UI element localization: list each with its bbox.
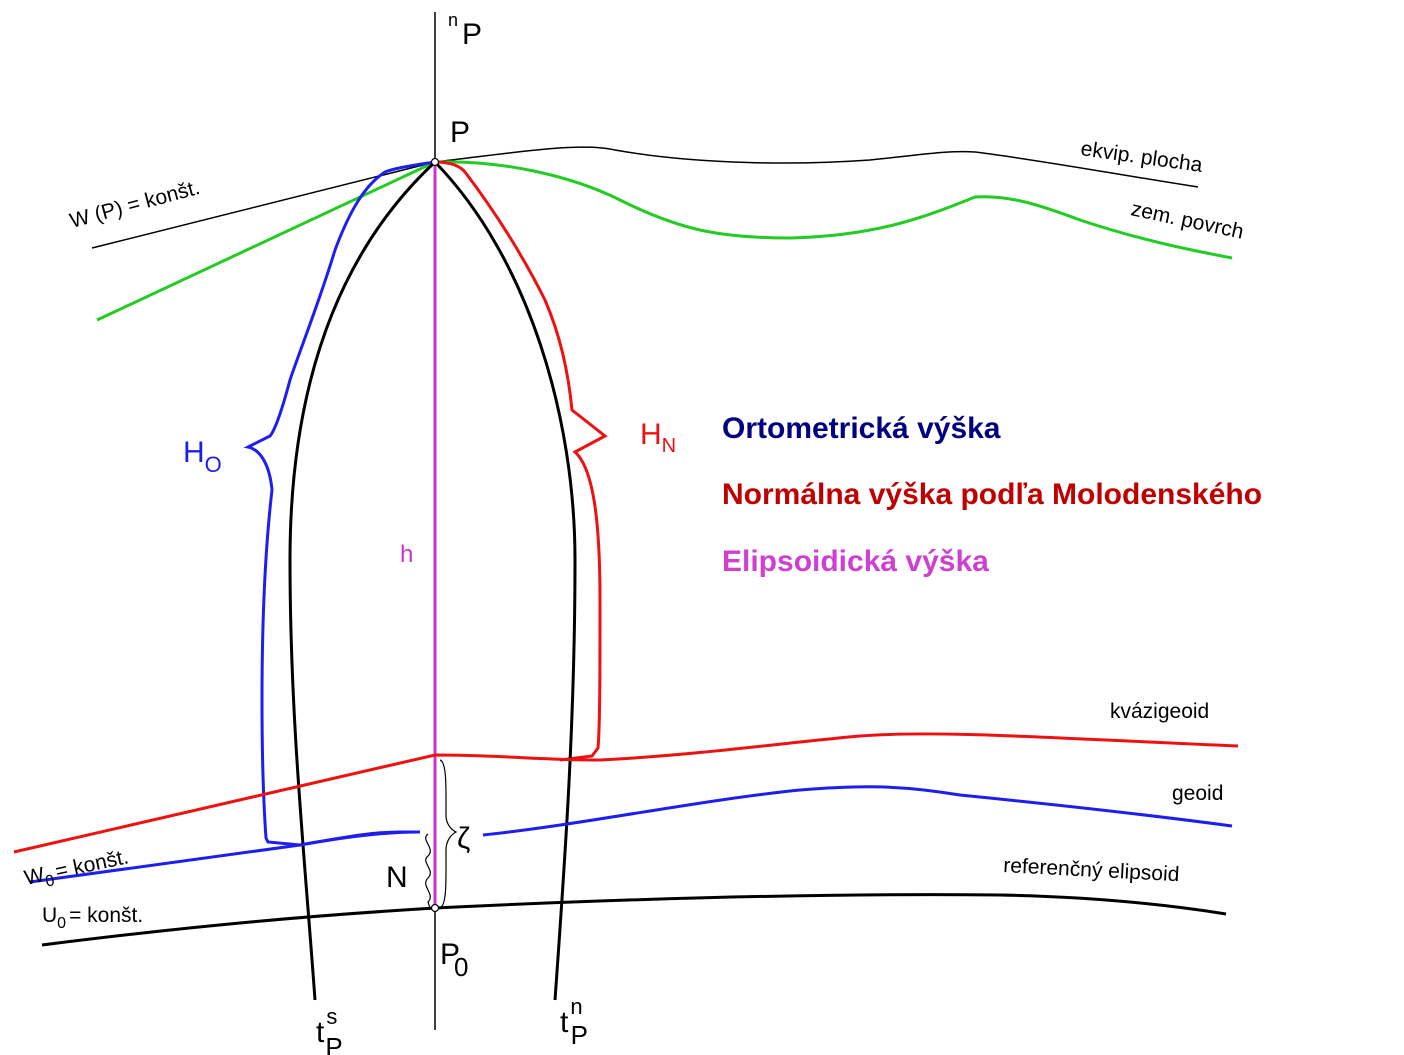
geoid-line-right — [482, 785, 1233, 837]
terrain-surface-line — [96, 160, 1233, 322]
kvazigeoid-label: kvázigeoid — [1110, 700, 1209, 723]
hn-label: HN — [640, 418, 676, 457]
w0-label: W0= konšt. — [22, 845, 131, 894]
u0-label: U0= konšt. — [42, 904, 143, 932]
plumb-line-ts — [288, 160, 437, 1001]
legend-normal: Normálna výška podľa Molodenského — [722, 478, 1263, 511]
reference-ellipsoid-line — [41, 893, 1227, 947]
zeta-label: ζ — [457, 822, 470, 855]
geoid-label: geoid — [1172, 782, 1223, 805]
point-p0 — [430, 903, 440, 913]
wp-label: W (P) = konšt. — [67, 176, 202, 233]
h-label: h — [400, 541, 413, 568]
equipotential-surface-line — [434, 146, 1199, 188]
legend-orthometric: Ortometrická výška — [722, 412, 1001, 445]
n-brace — [425, 833, 431, 909]
n-label: N — [386, 861, 408, 894]
np-label-p: P — [462, 18, 482, 51]
geoid-line — [29, 830, 421, 884]
legend-ellipsoidal: Elipsoidická výška — [722, 545, 989, 578]
quasigeoid-line — [13, 732, 1239, 854]
plumb-line-tn — [433, 160, 577, 1001]
zeta-brace — [439, 759, 458, 909]
ref-ellipsoid-label: referenčný elipsoid — [1003, 854, 1180, 886]
point-p — [430, 157, 440, 167]
ho-label: HO — [183, 436, 222, 477]
p0-label: P0 — [440, 938, 468, 982]
normal-height-curve — [434, 160, 608, 762]
np-label: n — [448, 10, 458, 30]
p-label: P — [450, 116, 470, 149]
orthometric-height-curve — [243, 160, 436, 847]
zem-label: zem. povrch — [1129, 197, 1246, 243]
